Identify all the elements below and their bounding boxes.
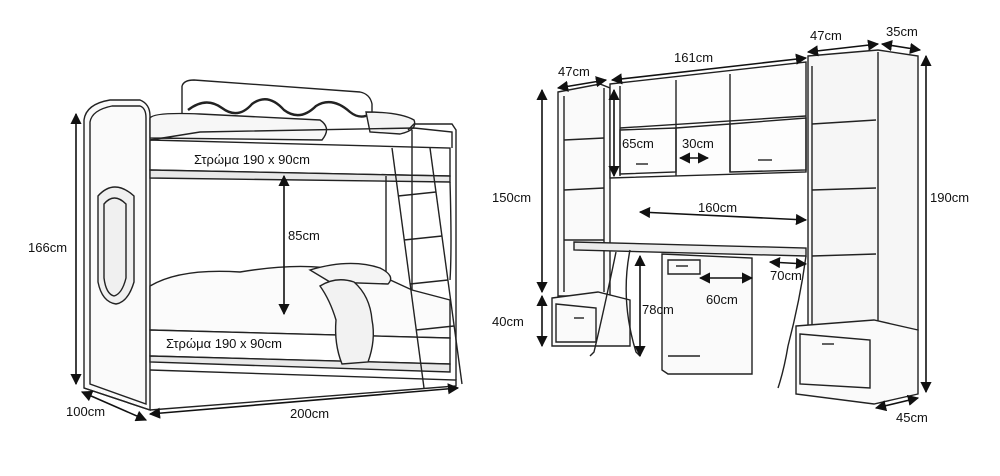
left-height-upper-label: 150cm — [492, 190, 531, 205]
bunk-height-label: 166cm — [28, 240, 67, 255]
left-height-lower-label: 40cm — [492, 314, 524, 329]
hutch-height-label: 65cm — [622, 136, 654, 151]
bunk-bed-dimensions — [70, 112, 460, 422]
bunk-length-label: 200cm — [290, 406, 329, 421]
mattress-top-label: Στρώμα 190 x 90cm — [194, 152, 310, 167]
top-width-label: 161cm — [674, 50, 713, 65]
bunk-bed-drawing — [83, 79, 463, 411]
drawer-width-label: 60cm — [706, 292, 738, 307]
desk-height-label: 78cm — [642, 302, 674, 317]
bottom-depth-label: 45cm — [896, 410, 928, 425]
desk-unit-dimensions — [536, 39, 932, 412]
bunk-gap-label: 85cm — [288, 228, 320, 243]
desk-width-label: 160cm — [698, 200, 737, 215]
right-tower-width-label: 35cm — [886, 24, 918, 39]
bunk-depth-label: 100cm — [66, 404, 105, 419]
tower-height-label: 190cm — [930, 190, 969, 205]
mattress-bottom-label: Στρώμα 190 x 90cm — [166, 336, 282, 351]
desk-depth-label: 70cm — [770, 268, 802, 283]
desk-unit-drawing — [551, 49, 919, 405]
cubby-width-label: 30cm — [682, 136, 714, 151]
right-tower-depth-label: 47cm — [810, 28, 842, 43]
left-shelf-depth-label: 47cm — [558, 64, 590, 79]
